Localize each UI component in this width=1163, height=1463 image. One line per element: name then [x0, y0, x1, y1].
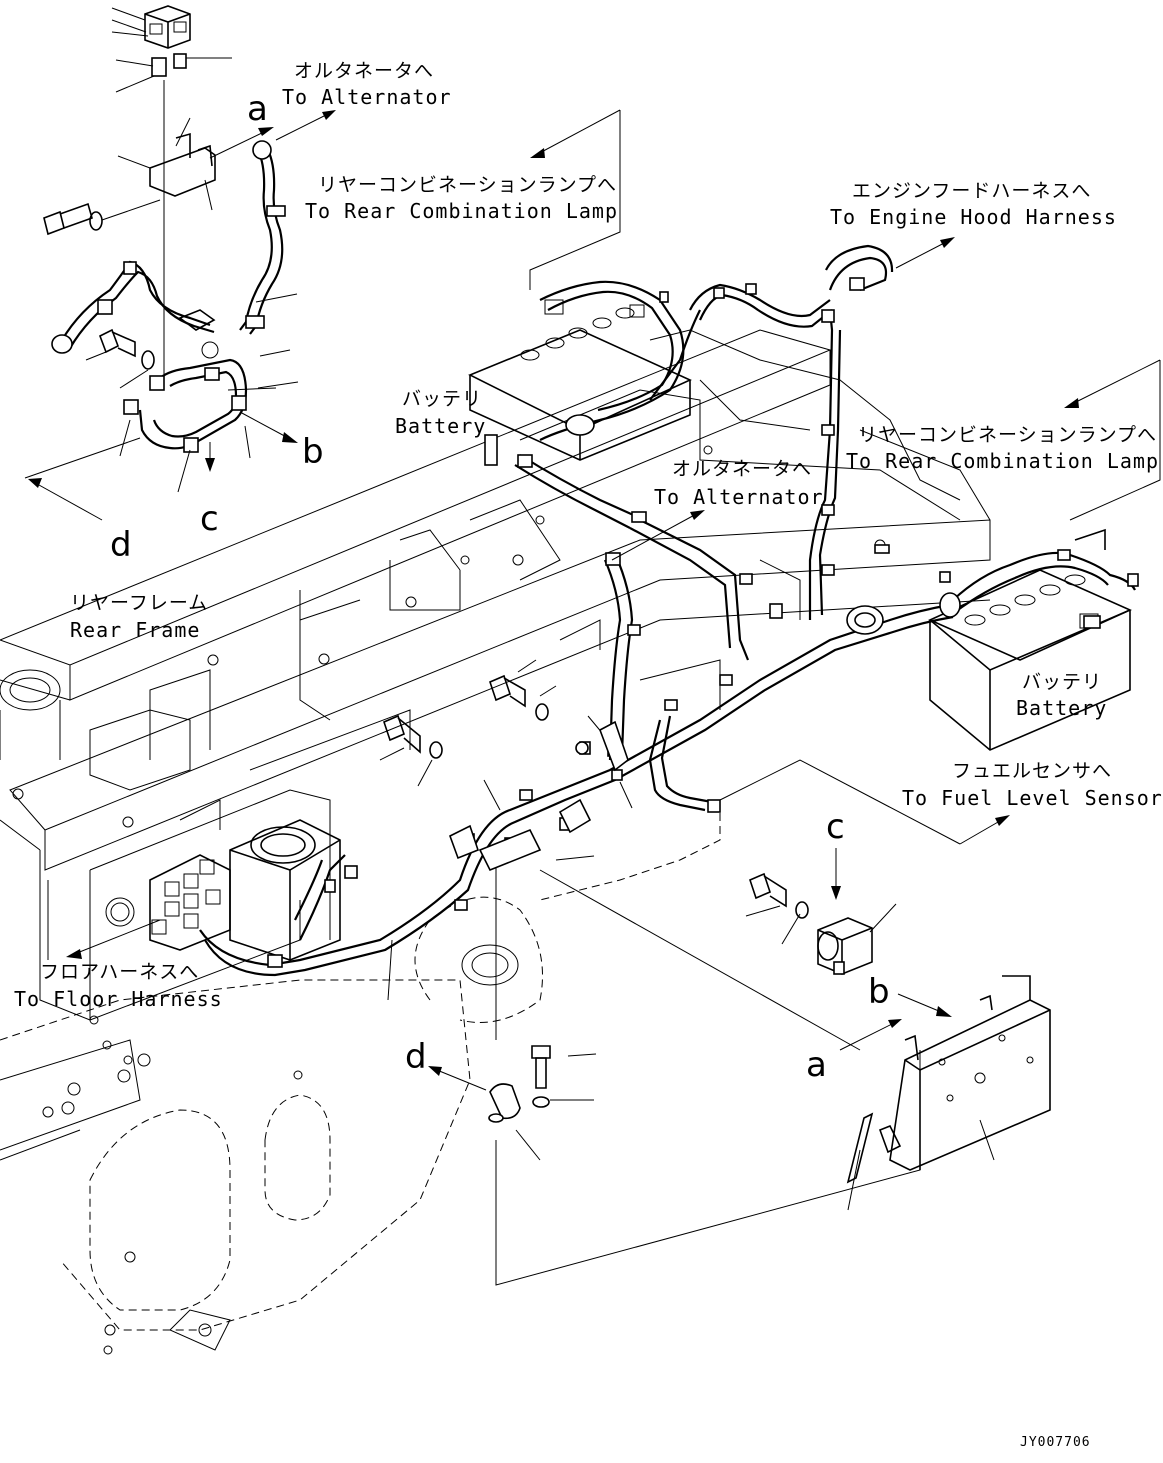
battery-right — [928, 528, 1132, 751]
detail-bottom-right — [749, 872, 1051, 1184]
alternator-mid-en: To Alternator — [654, 485, 824, 509]
top-harness — [539, 244, 894, 441]
callout-d-bottom: d — [405, 1037, 427, 1077]
rear-combo-right-jp: リヤーコンビネーションランプへ — [858, 424, 1158, 446]
relay-box — [149, 854, 231, 951]
frame-holes — [12, 445, 886, 1355]
battery-left-jp: バッテリ — [402, 388, 483, 410]
callout-c-bottom: c — [826, 807, 845, 847]
fuel-sensor-en: To Fuel Level Sensor — [902, 786, 1163, 810]
callout-a-top: a — [247, 89, 268, 129]
rear-frame-jp: リヤーフレーム — [70, 592, 209, 614]
rear-combo-right-en: To Rear Combination Lamp — [846, 449, 1159, 473]
engine-hood-en: To Engine Hood Harness — [830, 205, 1117, 229]
callout-c-top: c — [200, 499, 219, 539]
rear-frame-outline — [0, 329, 991, 1355]
main-harness — [199, 309, 1136, 977]
rear-combo-top-en: To Rear Combination Lamp — [305, 199, 618, 223]
alternator-top-en: To Alternator — [282, 85, 452, 109]
alternator-mid-jp: オルタネータへ — [672, 458, 813, 480]
alternator-top-jp: オルタネータへ — [294, 60, 435, 82]
detail-top-left — [24, 5, 299, 521]
floor-harness-en: To Floor Harness — [14, 987, 223, 1011]
mount-box — [229, 819, 341, 961]
harness-clamps — [267, 277, 1139, 968]
battery-right-en: Battery — [1016, 696, 1108, 720]
detail-bottom-center — [488, 1045, 551, 1123]
rear-combo-top-jp: リヤーコンビネーションランプへ — [318, 174, 618, 196]
battery-left-en: Battery — [395, 414, 487, 438]
bolts-middle — [383, 674, 629, 872]
battery-right-jp: バッテリ — [1022, 671, 1103, 693]
drawing-code: JY007706 — [1020, 1435, 1091, 1450]
rear-frame-en: Rear Frame — [70, 618, 201, 642]
battery-top — [468, 299, 692, 461]
engine-hood-jp: エンジンフードハーネスへ — [852, 180, 1092, 202]
callout-b-bottom: b — [868, 972, 890, 1012]
callout-a-bottom: a — [806, 1045, 827, 1085]
floor-harness-jp: フロアハーネスへ — [40, 961, 200, 983]
callout-b-top: b — [302, 432, 324, 472]
fuel-sensor-jp: フュエルセンサへ — [952, 760, 1113, 782]
leader-lines — [47, 109, 1161, 1286]
callout-d-top: d — [110, 525, 132, 565]
